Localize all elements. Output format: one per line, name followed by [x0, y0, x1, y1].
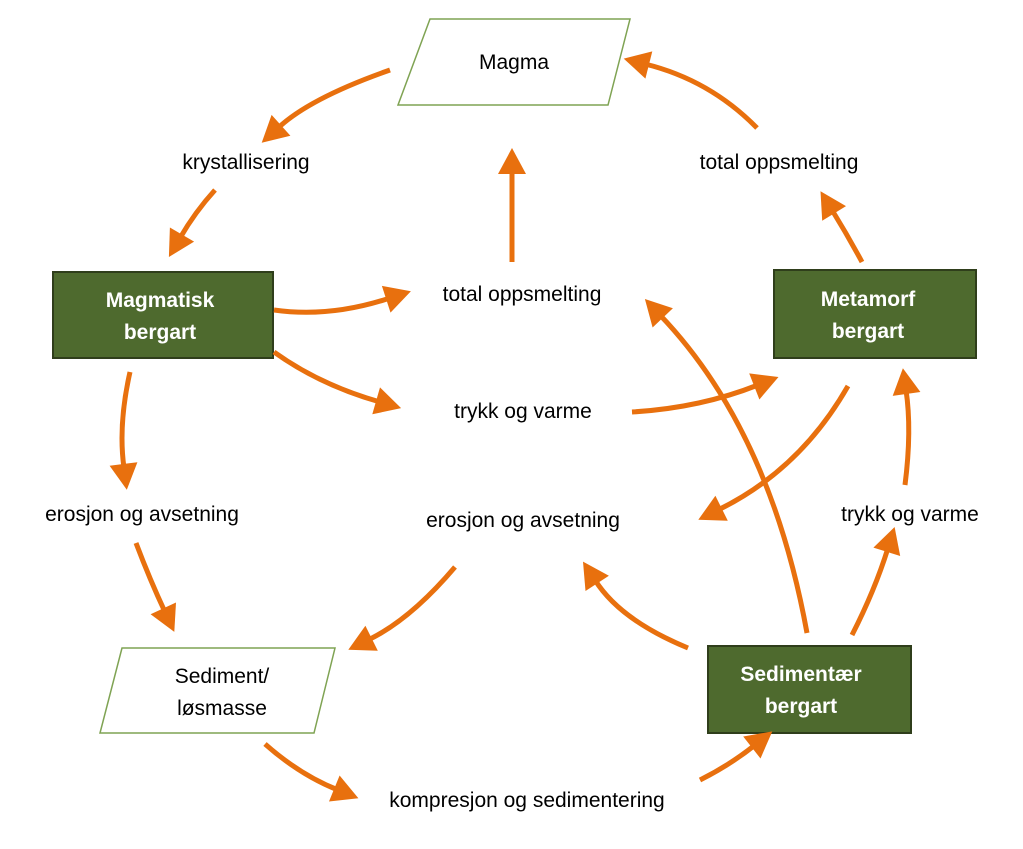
arrow-trykk-to-metamorf-head — [749, 373, 779, 400]
arrow-magma-to-krystallisering — [276, 67, 391, 130]
arrow-sedimentaer-to-trykk — [849, 547, 891, 637]
arrow-erosjon-center-to-sediment-head — [348, 625, 378, 651]
sedimentaer-label-line1: Sedimentær — [740, 663, 861, 686]
arrow-metamorf-to-total-oppsmelting-head — [820, 191, 846, 221]
arrow-sediment-to-kompresjon-head — [329, 775, 359, 802]
sedimentaer-bergart-node: Sedimentær bergart — [707, 645, 912, 734]
arrow-total-oppsmelting-to-magma-head — [623, 51, 653, 79]
arrow-sedimentaer-to-erosjon — [592, 578, 689, 651]
magma-parallelogram — [396, 18, 631, 106]
arrow-erosjon-left-to-sediment-head — [150, 602, 176, 632]
sedimentaer-bergart-box — [707, 645, 912, 734]
sediment-parallelogram — [99, 647, 336, 734]
sediment-label-line2: løsmasse — [177, 697, 267, 720]
magmatisk-bergart-node: Magmatisk bergart — [52, 271, 274, 359]
magmatisk-label-line1: Magmatisk — [106, 289, 215, 312]
sediment-label-line1: Sediment/ — [175, 665, 270, 688]
arrow-trykk-right-to-metamorf — [902, 389, 912, 486]
arrow-erosjon-center-to-sediment — [366, 565, 457, 643]
arrow-magmatisk-to-oppsmelting — [273, 295, 391, 315]
label-erosjon-center: erosjon og avsetning — [426, 509, 620, 532]
metamorf-label-line1: Metamorf — [821, 288, 917, 311]
metamorf-bergart-node: Metamorf bergart — [773, 269, 977, 359]
arrow-krystallisering-to-magmatisk-head — [168, 227, 195, 257]
arrow-trykk-right-to-metamorf-head — [892, 368, 921, 396]
sediment-losmasse-node: Sediment/ løsmasse — [99, 647, 336, 734]
arrow-total-oppsmelting-to-magma — [644, 61, 759, 130]
magmatisk-bergart-box — [52, 271, 274, 359]
arrow-kompresjon-to-sedimentaer — [698, 743, 757, 783]
arrow-kompresjon-to-sedimentaer-head — [743, 731, 773, 759]
magmatisk-label-line2: bergart — [124, 321, 196, 344]
arrow-magma-to-krystallisering-head — [261, 114, 291, 143]
metamorf-bergart-box — [773, 269, 977, 359]
label-trykk-og-varme-center: trykk og varme — [454, 400, 592, 423]
arrow-magmatisk-to-erosjon-left — [119, 371, 133, 469]
arrow-sedimentaer-to-oppsmelting — [658, 313, 810, 634]
process-arrows — [109, 51, 921, 802]
arrow-metamorf-to-total-oppsmelting — [829, 208, 865, 264]
label-trykk-og-varme-right: trykk og varme — [841, 503, 979, 526]
arrow-magmatisk-to-oppsmelting-head — [381, 285, 411, 313]
arrow-center-oppsmelting-to-magma-head — [498, 148, 526, 174]
arrow-metamorf-to-erosjon — [716, 384, 851, 513]
arrow-erosjon-left-to-sediment — [133, 542, 168, 614]
arrow-sedimentaer-to-erosjon-head — [583, 561, 609, 591]
arrow-krystallisering-to-magmatisk — [177, 188, 217, 240]
arrow-trykk-to-metamorf — [631, 382, 759, 415]
label-total-oppsmelting-right: total oppsmelting — [700, 151, 859, 174]
magma-label: Magma — [479, 51, 549, 74]
label-krystallisering: krystallisering — [182, 151, 309, 174]
sedimentaer-label-line2: bergart — [765, 695, 837, 718]
metamorf-label-line2: bergart — [832, 320, 904, 343]
arrow-magmatisk-to-trykk — [272, 349, 381, 405]
arrow-sedimentaer-to-trykk-head — [873, 527, 901, 556]
arrow-sedimentaer-to-oppsmelting-head — [644, 299, 673, 328]
arrow-magmatisk-to-erosjon-left-head — [109, 462, 138, 490]
magma-node: Magma — [396, 18, 631, 106]
arrow-sediment-to-kompresjon — [263, 742, 339, 793]
arrow-magmatisk-to-trykk-head — [372, 387, 402, 415]
arrow-metamorf-to-erosjon-head — [698, 495, 728, 521]
label-erosjon-left: erosjon og avsetning — [45, 503, 239, 526]
label-kompresjon: kompresjon og sedimentering — [389, 789, 664, 812]
label-total-oppsmelting-center: total oppsmelting — [443, 283, 602, 306]
